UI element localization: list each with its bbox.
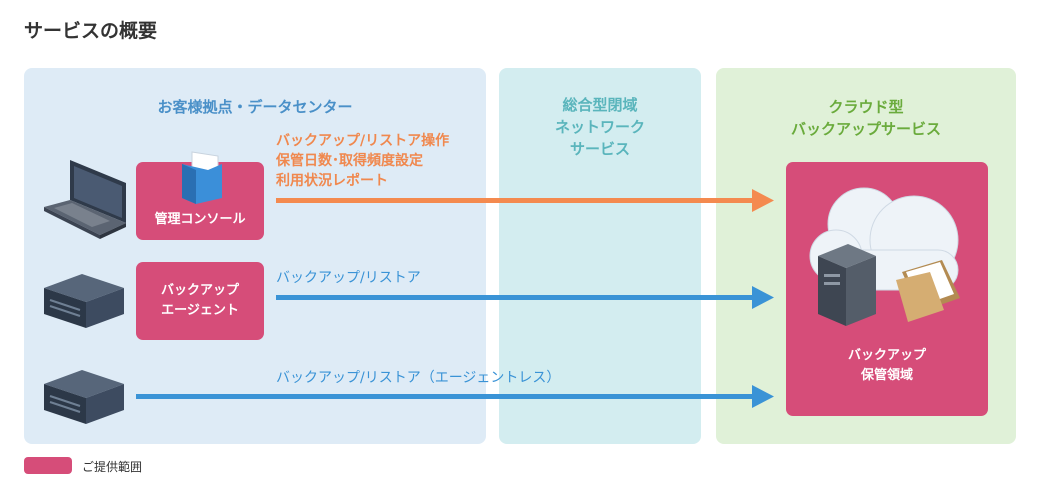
blue-arrow-agent: [276, 286, 774, 309]
agent-arrow-label: バックアップ/リストア: [276, 270, 421, 286]
folder-icon: [182, 151, 222, 204]
closed-network-panel: [499, 68, 701, 444]
closed-network-title: 総合型閉域 ネットワーク サービス: [554, 96, 645, 158]
cloud-storage-icon: [809, 187, 960, 326]
legend-label: ご提供範囲: [82, 460, 143, 474]
legend-swatch: [24, 457, 72, 474]
backup-agent-box: バックアップ エージェント: [136, 262, 264, 340]
backup-agent-label: バックアップ エージェント: [160, 283, 239, 318]
server-rack-icon: [44, 274, 124, 328]
customer-site-title: お客様拠点・データセンター: [157, 98, 353, 116]
server-rack-icon-agentless: [44, 370, 124, 424]
backup-storage-label: バックアップ 保管領域: [847, 348, 926, 383]
orange-arrow-label: バックアップ/リストア操作 保管日数･取得頻度設定 利用状況レポート: [276, 133, 450, 189]
cloud-backup-title: クラウド型 バックアップサービス: [790, 98, 941, 138]
page-title: サービスの概要: [24, 20, 158, 42]
blue-arrow-agentless: [136, 385, 774, 408]
laptop-icon: [44, 160, 126, 239]
orange-arrow: [276, 189, 774, 212]
agentless-arrow-label: バックアップ/リストア（エージェントレス）: [276, 370, 561, 386]
management-console-label: 管理コンソール: [154, 212, 246, 227]
document-folder-icon: [896, 260, 960, 322]
server-tower-icon: [818, 244, 876, 326]
